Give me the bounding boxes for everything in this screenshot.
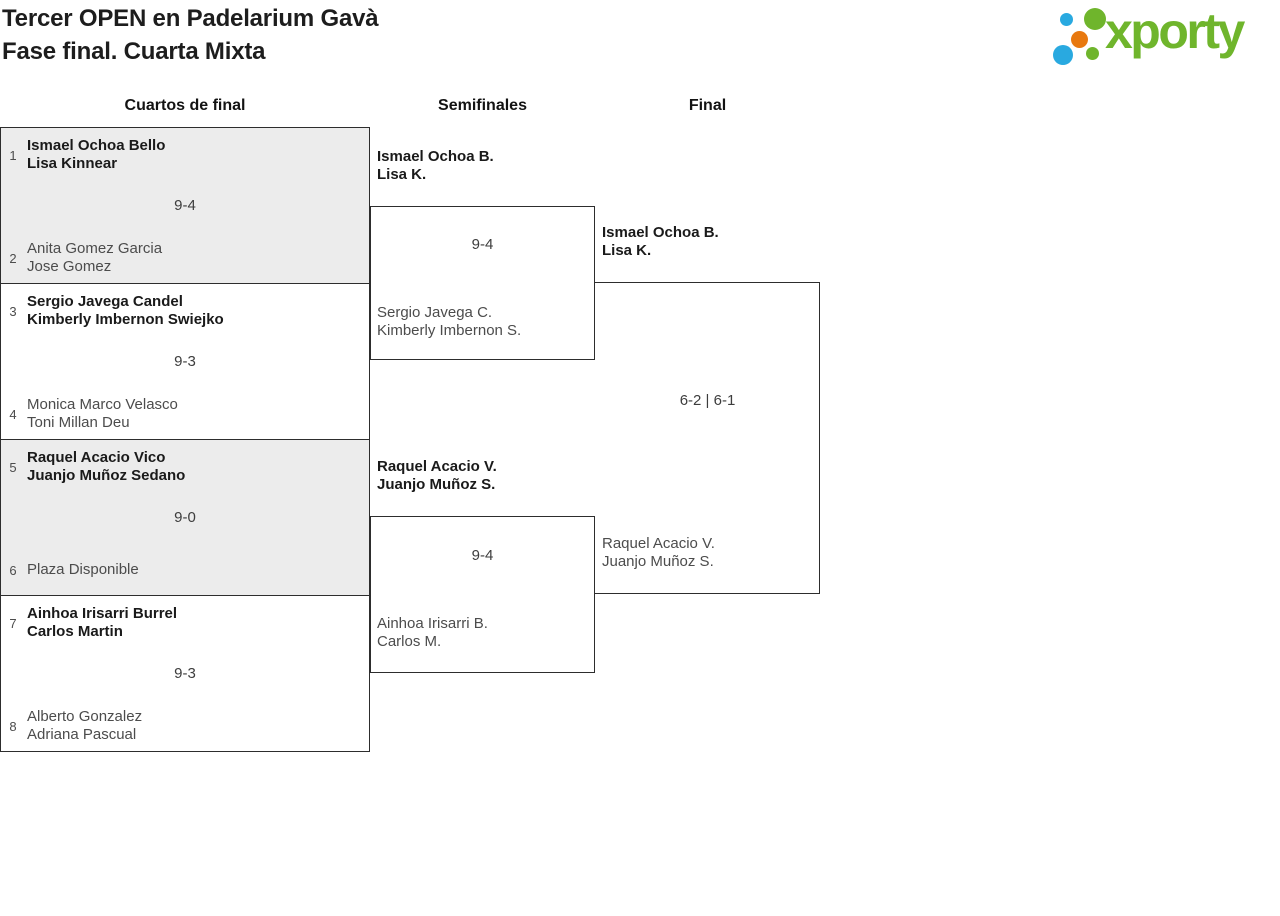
semifinal-1-score: 9-4 [471, 236, 494, 253]
semifinal-2-score: 9-4 [471, 547, 494, 564]
final-team-bottom: Raquel Acacio V.Juanjo Muñoz S. [602, 535, 715, 570]
team-row-loser: 6 Plaza Disponible [5, 552, 359, 588]
logo-dot-green-small-icon [1086, 47, 1099, 60]
match-semifinal-1[interactable] [370, 206, 595, 360]
match-final[interactable] [595, 282, 820, 594]
xporty-logo[interactable]: xporty [1048, 0, 1280, 74]
logo-dot-orange-icon [1071, 31, 1088, 48]
seed-number: 3 [9, 303, 17, 319]
seed-number: 2 [9, 250, 17, 266]
seed-number: 4 [9, 406, 17, 422]
match-score: 9-0 [174, 509, 196, 526]
seed-number: 1 [9, 147, 17, 163]
logo-dot-green-large-icon [1084, 8, 1106, 30]
match-score: 9-3 [174, 353, 196, 370]
logo-wordmark: xporty [1105, 3, 1245, 59]
tournament-name: Tercer OPEN en Padelarium Gavà [2, 5, 379, 32]
logo-dot-blue-medium-icon [1053, 45, 1073, 65]
round-header-semifinales: Semifinales [438, 97, 527, 114]
match-score: 9-4 [174, 197, 196, 214]
semifinal-2-team-bottom: Ainhoa Irisarri B.Carlos M. [377, 615, 488, 650]
seed-number: 8 [9, 718, 17, 734]
logo-dot-blue-small-icon [1060, 13, 1073, 26]
final-team-top: Ismael Ochoa B.Lisa K. [602, 224, 719, 259]
round-header-cuartos-de-final: Cuartos de final [124, 97, 246, 114]
phase-subtitle: Fase final. Cuarta Mixta [2, 38, 266, 65]
semifinal-1-team-top: Ismael Ochoa B.Lisa K. [377, 148, 494, 183]
team-names: Plaza Disponible [27, 561, 139, 578]
seed-number: 5 [9, 459, 17, 475]
seed-number: 7 [9, 615, 17, 631]
final-score: 6-2 | 6-1 [679, 392, 736, 409]
match-semifinal-2[interactable] [370, 516, 595, 673]
page-title: Tercer OPEN en Padelarium Gavà Fase fina… [2, 2, 379, 68]
semifinal-2-team-top: Raquel Acacio V.Juanjo Muñoz S. [377, 458, 497, 493]
semifinal-1-team-bottom: Sergio Javega C.Kimberly Imbernon S. [377, 304, 522, 339]
match-score: 9-3 [174, 665, 196, 682]
seed-number: 6 [9, 562, 17, 578]
round-header-final: Final [688, 97, 727, 114]
